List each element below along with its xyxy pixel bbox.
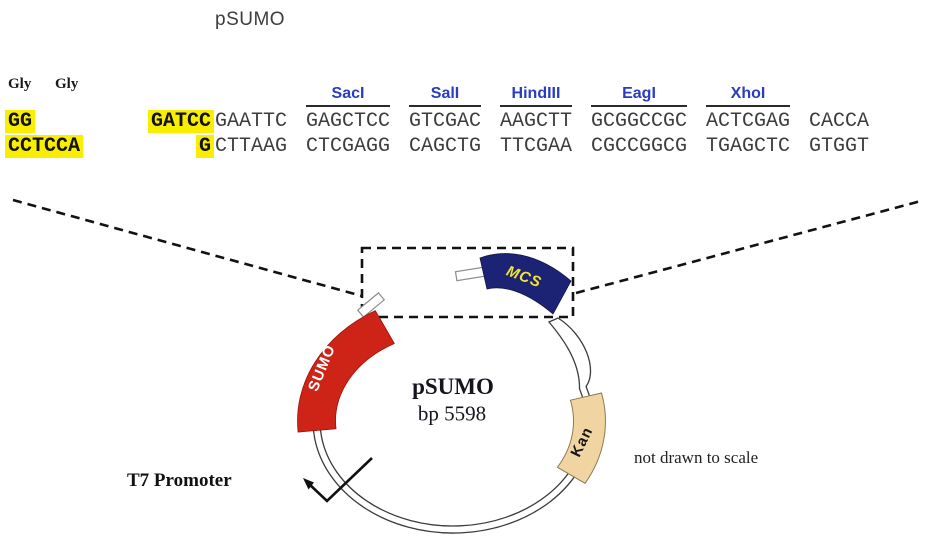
scale-note: not drawn to scale (634, 448, 759, 467)
gly-label-1: Gly (8, 76, 32, 92)
bottom-strand: GTGGT (809, 135, 870, 158)
top-strand: GAATTC (215, 110, 288, 133)
top-strand: AAGCTT (500, 110, 573, 133)
site-label-xhoi: XhoI (730, 85, 766, 102)
kan-arc (556, 392, 606, 484)
site-underline (591, 105, 687, 107)
sumo-arc (297, 310, 395, 433)
linker-top-strand: GG (5, 109, 83, 134)
site-underline (706, 105, 790, 107)
bottom-strand: CGCCGGCG (591, 135, 688, 158)
linker-bottom-strand: G (146, 134, 214, 159)
bottom-strand: CTCGAGG (306, 135, 391, 158)
sequence-group: GAATTC CTTAAG (215, 109, 287, 159)
top-strand: ACTCGAG (706, 110, 791, 133)
mcs-sequence: GAATTC CTTAAG SacI GAGCTCC CTCGAGG SalI … (215, 84, 869, 159)
site-label-saci: SacI (331, 85, 365, 102)
t7-promoter-arrow (307, 457, 373, 503)
callout-line-right (575, 199, 922, 295)
linker-top-strand: GATCC (146, 109, 214, 134)
highlight-g: G (195, 135, 214, 158)
mcs-callout-box (360, 246, 575, 319)
linker-bottom-strand: CCTCCA (5, 134, 84, 159)
bottom-strand: TGAGCTC (706, 135, 791, 158)
t7-promoter-label: T7 Promoter (127, 470, 232, 491)
site-underline (500, 105, 572, 107)
highlight-gg: GG (5, 110, 36, 133)
callout-line-left (12, 198, 363, 298)
site-label-hindiii: HindIII (511, 85, 561, 102)
t7-promoter-arrowhead (303, 478, 314, 490)
highlight-gatcc: GATCC (147, 110, 214, 133)
plasmid-size: bp 5598 (417, 401, 487, 426)
restriction-site-group: SalI GTCGAC CAGCTG (409, 84, 481, 159)
page-title: pSUMO (215, 9, 286, 30)
restriction-site-group: XhoI ACTCGAG TGAGCTC (706, 84, 790, 159)
plasmid-name: pSUMO (412, 374, 494, 399)
top-strand: GCGGCCGC (591, 110, 688, 133)
site-label-sali: SalI (430, 85, 460, 102)
gly-label-2: Gly (55, 76, 79, 92)
top-strand: CACCA (809, 110, 870, 133)
mcs-arc (479, 253, 572, 315)
linker-left-fragment: GG CCTCCA (5, 109, 84, 159)
site-underline (306, 105, 390, 107)
linker-mid-fragment: GATCC G (146, 109, 214, 159)
site-underline (409, 105, 481, 107)
plasmid-ring (312, 317, 594, 534)
restriction-site-group: EagI GCGGCCGC CGCCGGCG (591, 84, 687, 159)
restriction-site-group: HindIII AAGCTT TTCGAA (500, 84, 572, 159)
restriction-site-group: SacI GAGCTCC CTCGAGG (306, 84, 390, 159)
top-strand: GTCGAC (409, 110, 482, 133)
bottom-strand: CAGCTG (409, 135, 482, 158)
top-strand: GAGCTCC (306, 110, 391, 133)
bottom-strand: TTCGAA (500, 135, 573, 158)
bottom-strand: CTTAAG (215, 135, 288, 158)
highlight-cctcca: CCTCCA (5, 135, 84, 158)
sequence-group: CACCA GTGGT (809, 109, 869, 159)
site-label-eagi: EagI (622, 85, 656, 102)
tick-sumo-end (356, 292, 386, 318)
tick-mcs-end (454, 266, 486, 282)
